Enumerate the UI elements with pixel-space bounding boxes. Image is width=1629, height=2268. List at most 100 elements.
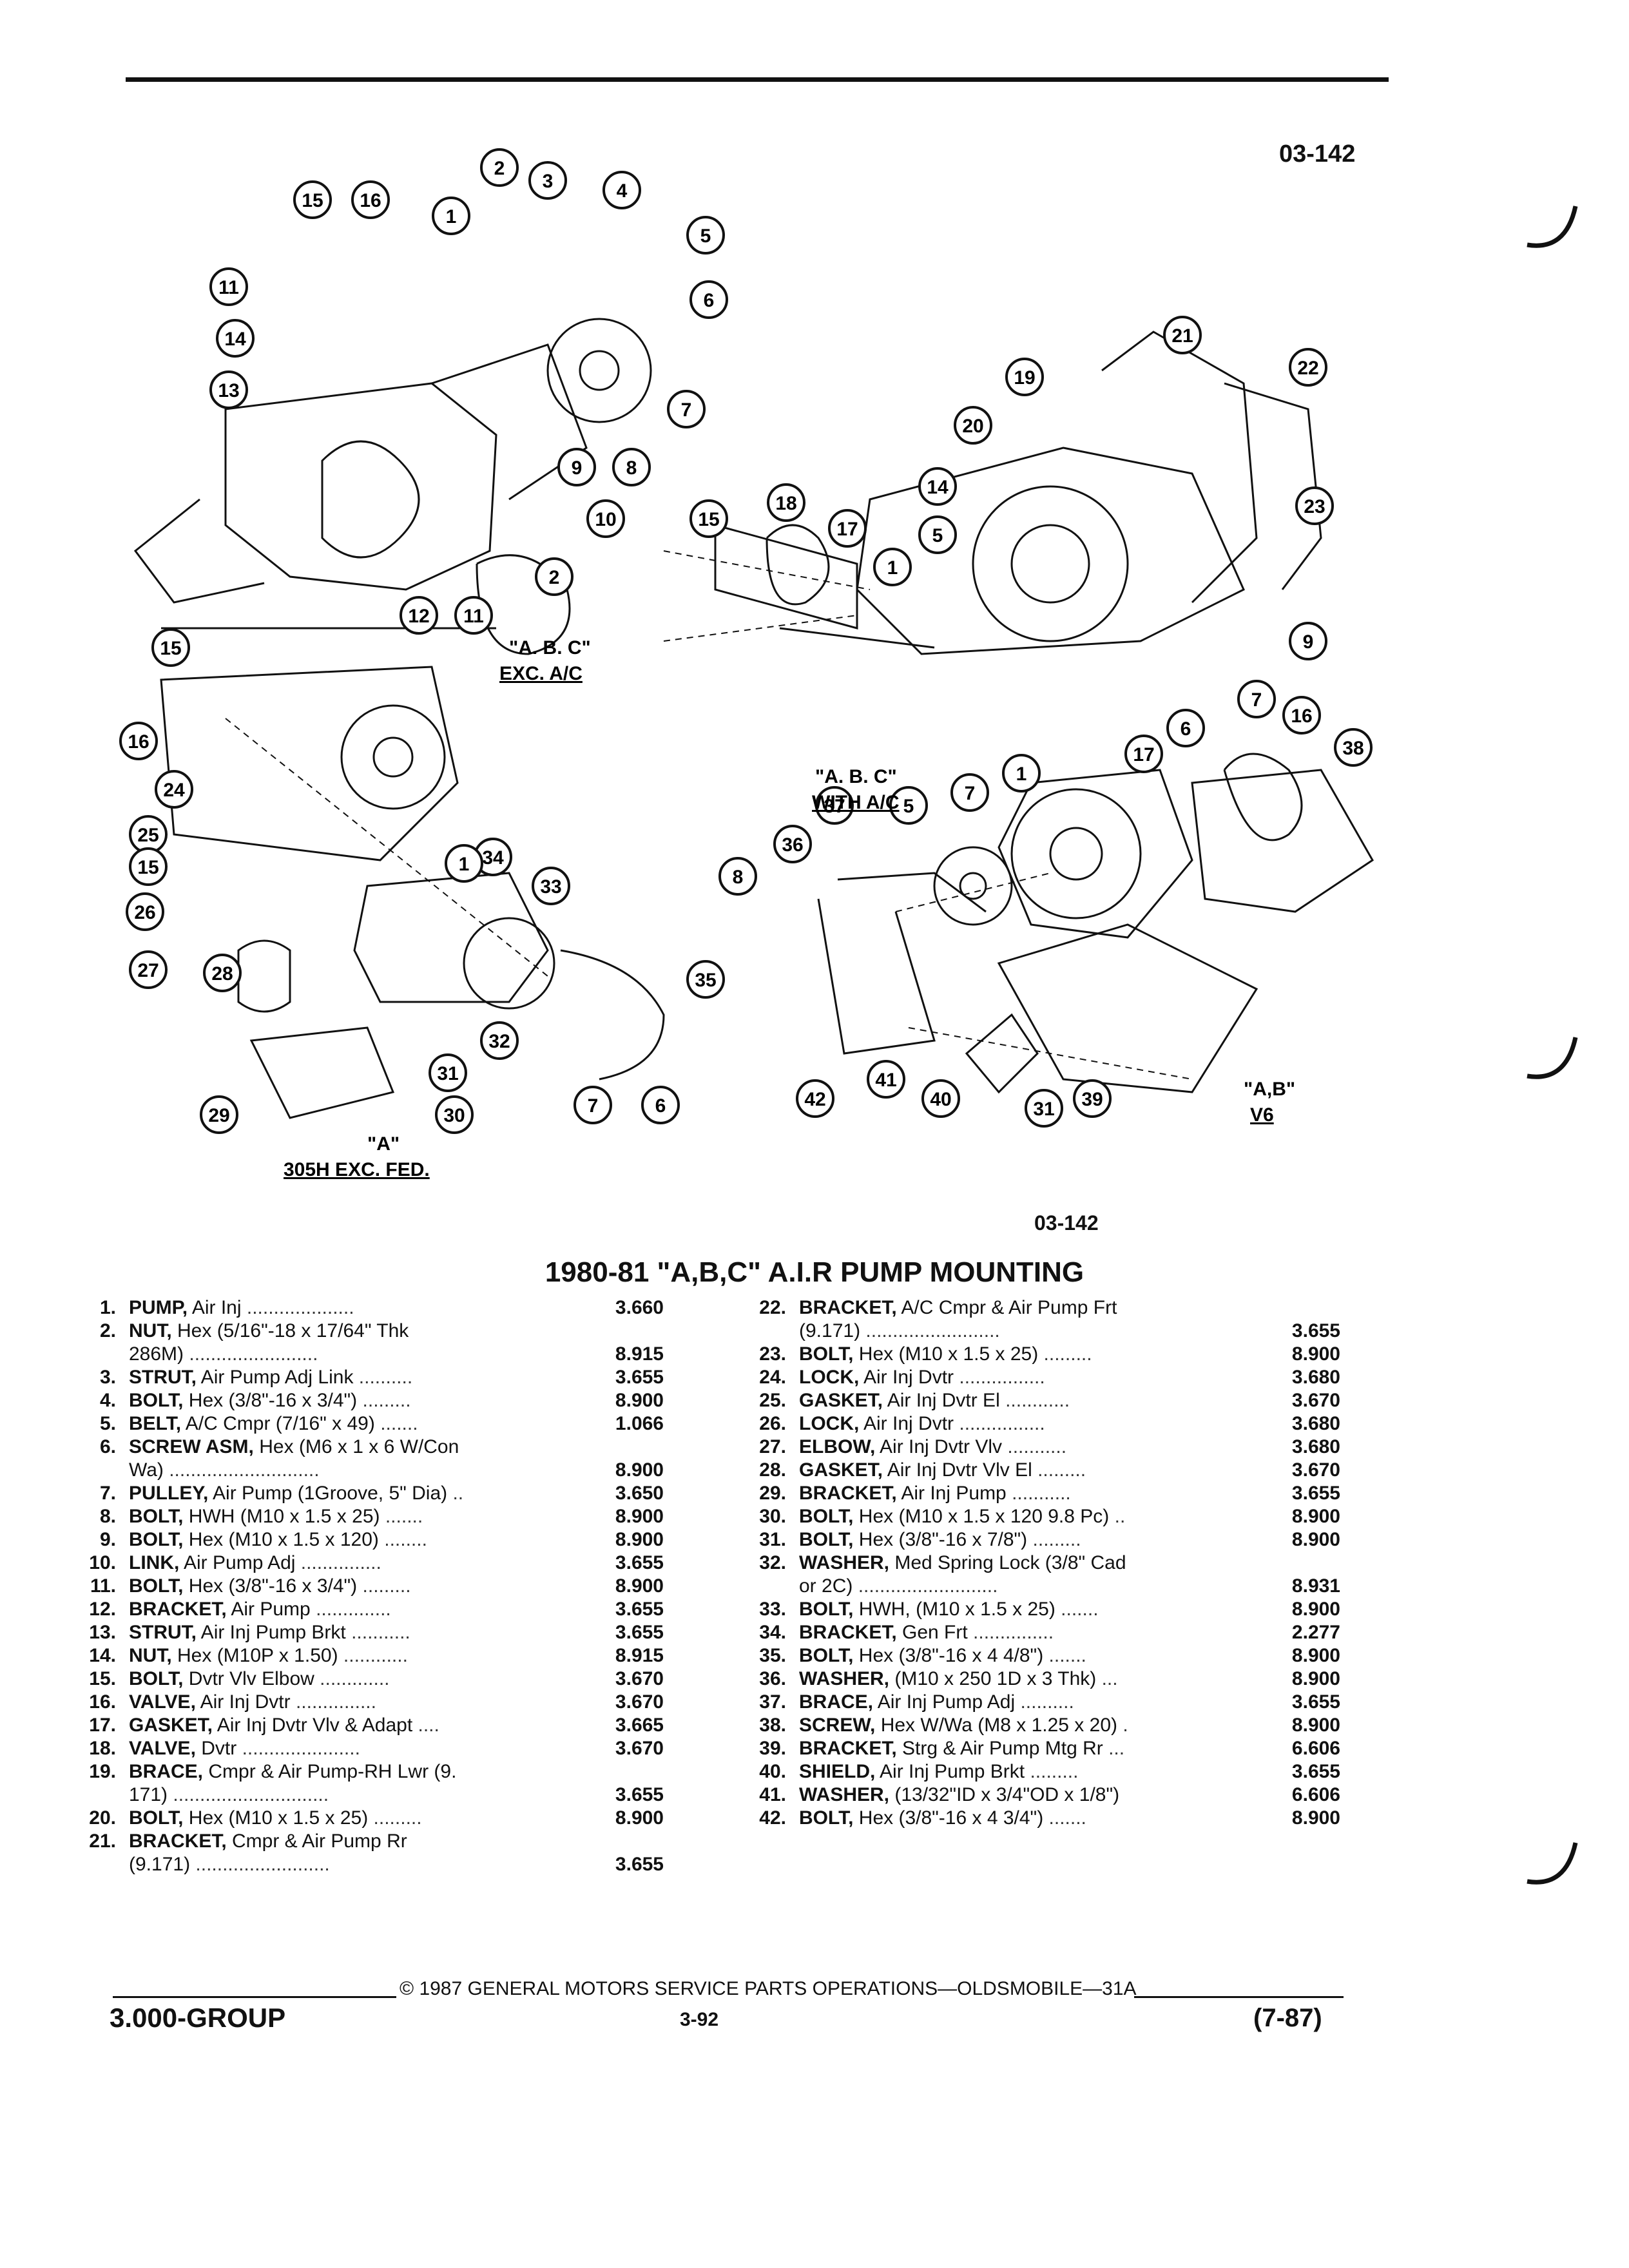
callout-label: 33 bbox=[540, 876, 561, 898]
part-number: 30. bbox=[759, 1506, 786, 1527]
part-name: LOCK, bbox=[799, 1413, 860, 1434]
part-desc-text: Wa) bbox=[129, 1459, 164, 1481]
leader-dots: ....... bbox=[1043, 1645, 1086, 1666]
part-number: 17. bbox=[89, 1715, 116, 1736]
group-number: 3.655 bbox=[615, 1854, 664, 1875]
callout-circle bbox=[129, 847, 168, 886]
part-description: or 2C) .......................... bbox=[799, 1575, 1257, 1598]
part-name: BOLT, bbox=[799, 1645, 854, 1666]
callout-circle bbox=[918, 467, 957, 506]
callout-circle bbox=[203, 954, 242, 992]
part-name: BOLT, bbox=[799, 1343, 854, 1365]
part-name: SCREW, bbox=[799, 1715, 876, 1736]
part-desc-text: (13/32"ID x 3/4"OD x 1/8") bbox=[889, 1784, 1120, 1805]
part-desc-text: Hex (M6 x 1 x 6 W/Con bbox=[253, 1436, 459, 1457]
part-name: BOLT, bbox=[129, 1807, 184, 1829]
part-description: BRACKET, Air Inj Pump ........... bbox=[799, 1482, 1257, 1505]
callout-label: 21 bbox=[1171, 325, 1193, 347]
callout-label: 34 bbox=[482, 847, 504, 869]
leader-dots: ............................ bbox=[163, 1459, 320, 1481]
part-desc-text: Air Inj Dvtr El bbox=[883, 1390, 1000, 1411]
callout-label: 6 bbox=[1181, 718, 1191, 740]
leader-dots: ... bbox=[1103, 1738, 1125, 1759]
callout-label: 28 bbox=[211, 963, 233, 985]
part-name: BRACE, bbox=[799, 1691, 874, 1713]
footer-rule-right bbox=[1134, 1996, 1344, 1998]
part-number: 8. bbox=[99, 1506, 116, 1527]
part-row: 4.BOLT, Hex (3/8"-16 x 3/4") .........8.… bbox=[64, 1389, 664, 1412]
callout-label: 14 bbox=[224, 329, 246, 350]
group-number: 8.900 bbox=[1291, 1529, 1340, 1550]
callout-circle bbox=[126, 892, 164, 931]
leader-dots: ......... bbox=[1025, 1761, 1079, 1782]
callout-circle bbox=[480, 1021, 519, 1060]
part-row: or 2C) ..........................8.931 bbox=[735, 1575, 1340, 1598]
callout-circle bbox=[351, 180, 390, 219]
part-desc-text: Air Inj Dvtr Vlv bbox=[875, 1436, 1003, 1457]
part-description: BOLT, Hex (3/8"-16 x 3/4") ......... bbox=[129, 1389, 580, 1412]
callout-circle bbox=[1163, 316, 1202, 354]
callout-label: 39 bbox=[1081, 1089, 1103, 1110]
part-row: 5.BELT, A/C Cmpr (7/16" x 49) .......1.0… bbox=[64, 1412, 664, 1436]
part-number: 42. bbox=[759, 1807, 786, 1829]
group-number: 8.900 bbox=[615, 1575, 664, 1597]
part-number: 10. bbox=[89, 1552, 116, 1573]
callout-label: 18 bbox=[775, 493, 796, 514]
group-number: 8.915 bbox=[615, 1645, 664, 1666]
part-description: (9.171) ......................... bbox=[799, 1320, 1257, 1343]
part-description: GASKET, Air Inj Dvtr Vlv El ......... bbox=[799, 1459, 1257, 1482]
part-desc-text: Hex (3/8"-16 x 3/4") bbox=[183, 1575, 358, 1597]
callout-circle bbox=[1124, 735, 1163, 773]
part-number: 12. bbox=[89, 1599, 116, 1620]
group-number: 2.277 bbox=[1291, 1622, 1340, 1643]
part-desc-text: Air Inj Pump Brkt bbox=[875, 1761, 1025, 1782]
part-number: 33. bbox=[759, 1599, 786, 1620]
callout-circle bbox=[293, 180, 332, 219]
part-row: 16.VALVE, Air Inj Dvtr ...............3.… bbox=[64, 1691, 664, 1714]
part-number: 35. bbox=[759, 1645, 786, 1666]
part-row: 17. GASKET, Air Inj Dvtr Vlv & Adapt ....… bbox=[64, 1714, 664, 1737]
group-number: 3.655 bbox=[615, 1599, 664, 1620]
group-number: 8.900 bbox=[1291, 1599, 1340, 1620]
part-row: 38.SCREW, Hex W/Wa (M8 x 1.25 x 20) .8.9… bbox=[735, 1714, 1340, 1737]
callout-label: 3 bbox=[543, 171, 554, 192]
part-desc-text: 286M) bbox=[129, 1343, 184, 1365]
callout-circle bbox=[528, 161, 567, 200]
callout-label: 2 bbox=[549, 567, 560, 588]
callout-circle bbox=[796, 1079, 834, 1118]
callout-circle bbox=[429, 1053, 467, 1092]
callout-label: 42 bbox=[804, 1089, 825, 1110]
callout-label: 12 bbox=[408, 606, 429, 627]
part-desc-text: Hex (5/16"-18 x 17/64" Thk bbox=[171, 1320, 409, 1341]
part-row: 28.GASKET, Air Inj Dvtr Vlv El .........… bbox=[735, 1459, 1340, 1482]
part-name: PULLEY, bbox=[129, 1483, 209, 1504]
callout-circle bbox=[667, 390, 706, 428]
callout-label: 17 bbox=[1133, 744, 1154, 765]
leader-dots: ....... bbox=[380, 1506, 423, 1527]
leader-dots: ....... bbox=[1043, 1807, 1086, 1829]
part-description: GASKET, Air Inj Dvtr Vlv & Adapt .... bbox=[129, 1714, 580, 1737]
callout-circle bbox=[815, 786, 854, 825]
part-description: BRACKET, Gen Frt ............... bbox=[799, 1621, 1257, 1644]
group-number: 3.665 bbox=[615, 1715, 664, 1736]
callout-circle bbox=[532, 867, 570, 905]
callout-circle bbox=[950, 773, 989, 812]
callout-label: 16 bbox=[128, 731, 149, 753]
part-desc-text: Air Inj Pump Brkt bbox=[197, 1622, 346, 1643]
part-number: 19. bbox=[89, 1761, 116, 1782]
part-name: BOLT, bbox=[799, 1529, 854, 1550]
part-desc-text: Cmpr & Air Pump-RH Lwr (9. bbox=[203, 1761, 457, 1782]
part-name: BRACKET, bbox=[799, 1483, 897, 1504]
part-number: 9. bbox=[99, 1529, 116, 1550]
part-description: STRUT, Air Inj Pump Brkt ........... bbox=[129, 1621, 580, 1644]
callout-circle bbox=[828, 509, 867, 548]
callout-label: 30 bbox=[443, 1105, 465, 1126]
part-desc-text: or 2C) bbox=[799, 1575, 853, 1597]
part-description: ELBOW, Air Inj Dvtr Vlv ........... bbox=[799, 1436, 1257, 1459]
parts-list-left: 1.PUMP, Air Inj ....................3.66… bbox=[64, 1296, 664, 1876]
part-name: STRUT, bbox=[129, 1622, 197, 1643]
part-number: 31. bbox=[759, 1529, 786, 1550]
part-row: 286M) ........................8.915 bbox=[64, 1343, 664, 1366]
part-desc-text: Hex (3/8"-16 x 7/8") bbox=[853, 1529, 1028, 1550]
part-row: 12.BRACKET, Air Pump ..............3.655 bbox=[64, 1598, 664, 1621]
